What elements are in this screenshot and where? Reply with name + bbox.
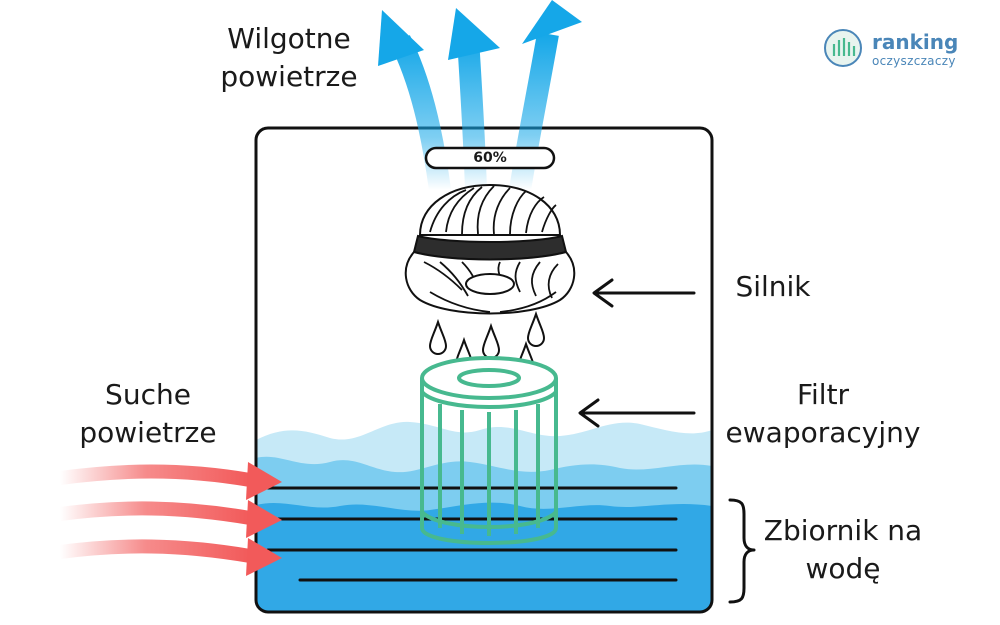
dry-air-label: Suche powietrze	[70, 376, 226, 452]
water-tank	[256, 421, 712, 612]
humid-air-arrows	[378, 0, 582, 192]
filter-body	[420, 378, 558, 545]
filter-pointer-arrow	[578, 398, 696, 428]
water-layer-deep	[256, 502, 712, 612]
dry-air-arrowhead-2	[246, 500, 282, 538]
tank-label: Zbiornik na wodę	[758, 512, 928, 588]
logo[interactable]: ranking oczyszczaczy	[822, 28, 972, 72]
humid-air-arrowhead-1	[378, 10, 424, 66]
humid-air-arrow-3	[509, 32, 559, 192]
dry-air-arrowhead-1	[246, 462, 282, 500]
fan-motor	[404, 183, 576, 315]
droplet-2	[526, 310, 546, 347]
tank-label-line1: Zbiornik na	[763, 514, 923, 547]
dry-air-arrow-3	[59, 539, 252, 563]
tank-brace	[728, 498, 756, 604]
fan-top-blades	[429, 185, 557, 235]
humid-air-label-line2: powietrze	[220, 60, 358, 93]
droplet-1	[428, 318, 448, 355]
motor-pointer-arrow	[592, 278, 696, 308]
humid-air-arrowhead-2	[448, 8, 500, 60]
humid-air-label-line1: Wilgotne	[227, 22, 351, 55]
fan-top-dome	[418, 183, 562, 236]
motor-label: Silnik	[735, 270, 811, 303]
tank-label-line2: wodę	[805, 552, 881, 585]
humid-air-label: Wilgotne powietrze	[214, 20, 364, 96]
filter-top-ellipse	[420, 356, 558, 400]
evaporative-filter	[420, 356, 558, 545]
dry-air-label-line2: powietrze	[79, 416, 217, 449]
filter-ribs	[438, 404, 540, 536]
filter-label: Filtr ewaporacyjny	[718, 376, 928, 452]
dry-air-arrowhead-3	[246, 538, 282, 576]
droplet-3	[481, 322, 501, 359]
logo-brand: ranking	[872, 30, 959, 54]
filter-top-band	[420, 390, 558, 409]
water-lines	[266, 486, 678, 582]
indicator-text: 60%	[473, 150, 507, 166]
dry-air-arrows	[59, 462, 282, 576]
logo-icon	[824, 29, 862, 67]
indicator-pill	[424, 146, 556, 170]
filter-label-line2: ewaporacyjny	[725, 416, 921, 449]
fan-hub	[465, 273, 515, 295]
dry-air-arrow-2	[59, 501, 252, 525]
humid-air-arrowhead-3	[522, 0, 582, 44]
logo-subtitle: oczyszczaczy	[872, 54, 956, 68]
filter-top-ring	[457, 368, 521, 388]
dry-air-arrow-1	[59, 464, 252, 487]
filter-label-line1: Filtr	[796, 378, 850, 411]
dry-air-label-line1: Suche	[105, 378, 191, 411]
callout-arrows	[578, 278, 756, 604]
